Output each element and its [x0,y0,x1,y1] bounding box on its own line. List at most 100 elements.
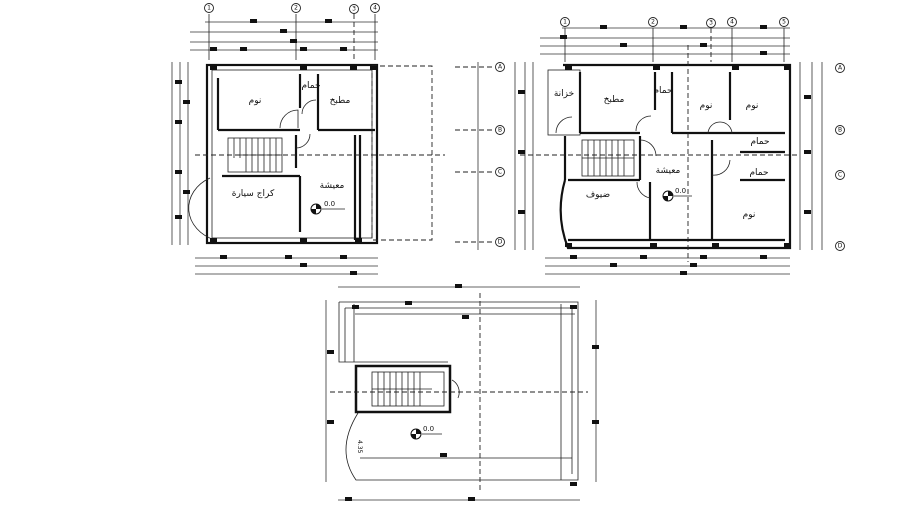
dimension-block [340,255,347,259]
dimension-lines-top [171,21,378,275]
walls [547,63,792,250]
roof-plan: 4.35 0.0 [325,286,597,501]
svg-text:3: 3 [352,6,356,13]
dimension-block [804,210,811,214]
dimension-lines [325,286,597,501]
dimension-block [518,90,525,94]
dimension-block [370,66,377,70]
dimension-block [565,243,572,247]
dimension-block [610,263,617,267]
dimension-block [760,25,767,29]
dimension-block [592,345,599,349]
dimension-block [300,238,307,242]
dimension-block [210,66,217,70]
dimension-block [340,47,347,51]
dimension-block [680,271,687,275]
dimension-block [462,315,469,319]
dimension-block [690,263,697,267]
room-label-bedroom: نوم [743,210,756,220]
dimension-block [518,150,525,154]
dimension-block [210,238,217,242]
dimension-block [183,190,190,194]
dimension-block [183,100,190,104]
room-label-living: معيشة [320,181,345,191]
dimension-block [760,51,767,55]
room-label-bedroom: نوم [249,96,262,106]
dimension-block [250,19,257,23]
dimension-block [300,66,307,70]
dimension-block [570,482,577,486]
dimension-block [440,453,447,457]
dimension-block [285,255,292,259]
room-label-bath: حمام [301,81,320,91]
dimension-block [405,301,412,305]
svg-text:C: C [498,169,502,176]
svg-text:5: 5 [782,19,786,26]
grid-bubbles-top: 1 2 3 4 5 [560,17,789,62]
room-label-bath: حمام [653,86,672,96]
doors [188,99,317,241]
level-marker: 0.0 [310,200,345,215]
dimension-block [804,95,811,99]
dimension-block [640,255,647,259]
dimension-block [700,255,707,259]
dimension-block [620,43,627,47]
dimension-block [560,35,567,39]
dimension-block [355,238,362,242]
dimension-block [327,420,334,424]
dashed-axes [330,293,588,490]
svg-text:0.0: 0.0 [324,200,335,208]
arc-dimension: 4.35 [356,440,363,454]
dimension-block [220,255,227,259]
staircase [354,364,460,414]
svg-text:A: A [838,65,843,72]
room-label-bath: حمام [750,137,769,147]
dimension-block [804,150,811,154]
dimension-block [352,305,359,309]
dimension-block [570,305,577,309]
dimension-block [290,39,297,43]
dimension-block [300,47,307,51]
dimension-block [325,19,332,23]
dimension-block [570,255,577,259]
dimension-block [712,243,719,247]
room-label-bedroom: نوم [700,101,713,111]
room-label-kitchen: مطبخ [604,95,625,105]
staircase [581,139,635,177]
dimension-block [468,497,475,501]
dimension-block [175,170,182,174]
dimension-block [175,215,182,219]
svg-text:1: 1 [207,5,211,12]
svg-text:C: C [838,172,842,179]
dashed-outline [195,65,445,241]
svg-text:A: A [498,64,503,71]
dimension-lines [477,27,823,275]
walls [205,63,379,245]
svg-text:D: D [838,243,843,250]
dimension-block [327,350,334,354]
dimension-block [455,284,462,288]
room-label-bath: حمام [749,168,768,178]
level-marker: 0.0 [410,425,442,440]
svg-text:0.0: 0.0 [675,187,686,195]
dimension-block [350,271,357,275]
svg-text:4: 4 [373,5,377,12]
dimension-block [518,210,525,214]
room-label-kitchen: مطبخ [330,96,351,106]
dimension-block [784,66,791,70]
room-label-store: خزانة [554,89,574,99]
svg-text:1: 1 [563,19,567,26]
dimension-block [732,66,739,70]
svg-text:2: 2 [294,5,298,12]
dimension-block [300,263,307,267]
svg-text:2: 2 [651,19,655,26]
svg-text:4: 4 [730,19,734,26]
dimension-block [592,420,599,424]
grid-bubbles-side: A B C D A B C D [455,62,845,251]
ground-floor-plan: 1 2 3 4 [171,3,445,275]
doors [555,115,733,199]
dashed-axes [520,45,800,262]
walls [338,301,579,481]
dimension-block [650,243,657,247]
svg-text:B: B [498,127,502,134]
